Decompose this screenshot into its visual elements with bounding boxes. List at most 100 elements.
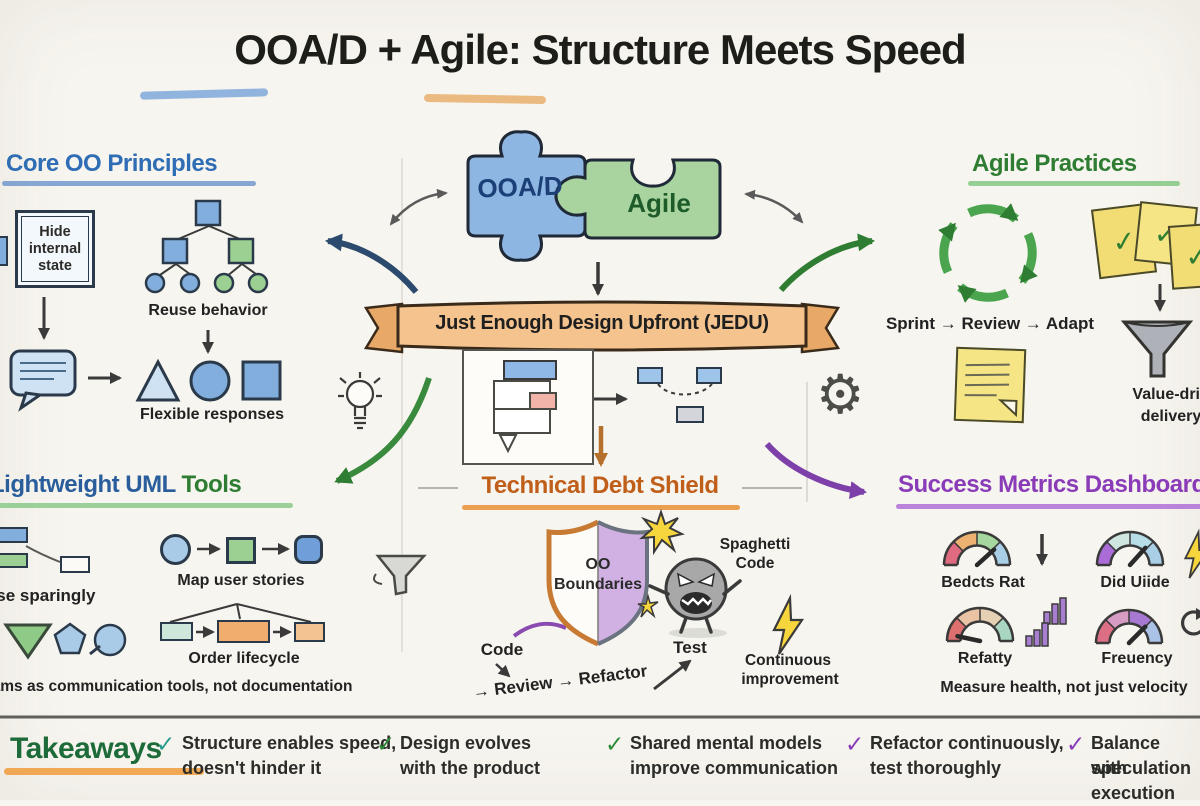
core-oo-underline <box>2 181 256 186</box>
sticky-note-check: ✓ <box>1167 222 1200 290</box>
uml-title-green: Tools <box>175 471 242 498</box>
monster-caption-1: Spaghetti <box>719 536 791 553</box>
puzzle-pieces <box>466 130 722 262</box>
shield-label-1: OO <box>585 556 611 573</box>
shield-label-2: Boundaries <box>553 576 643 593</box>
gauge-label: Did Uiide <box>1100 574 1170 591</box>
check-icon: ✓ <box>1110 224 1138 258</box>
lifecycle-node-mid <box>217 620 270 643</box>
agile-underline <box>968 181 1180 186</box>
funnel-icon <box>1120 320 1194 378</box>
encapsulation-box: Hide internal state <box>15 210 95 288</box>
takeaways-underline <box>4 768 204 775</box>
gauge-label: Bedcts Rat <box>941 574 1025 591</box>
gauge-defect-rate <box>939 521 1017 571</box>
check-icon: ✓ <box>376 731 396 757</box>
story-node-circle <box>160 534 191 565</box>
spaghetti-monster <box>648 557 742 638</box>
takeaways-title: Takeaways <box>10 732 162 765</box>
metrics-bolt-icon <box>1183 528 1200 579</box>
network-node <box>637 367 663 384</box>
gauge-label: Refatty <box>957 650 1013 667</box>
check-icon: ✓ <box>1066 731 1086 757</box>
debt-underline <box>462 505 740 510</box>
story-node-square <box>226 537 256 564</box>
gauge-refactor <box>942 597 1020 647</box>
inheritance-caption: Reuse behavior <box>148 302 268 319</box>
uml-rect-blue <box>0 527 28 543</box>
takeaway-item: Shared mental models <box>630 733 823 753</box>
uml-footer: Diagrams as communication tools, not doc… <box>0 678 353 695</box>
debt-title: Technical Debt Shield <box>481 472 719 499</box>
takeaway-item: Structure enables speed, <box>182 733 397 753</box>
core-oo-title: Core OO Principles <box>6 150 218 177</box>
monster-caption-2: Code <box>735 555 775 572</box>
inheritance-tree <box>144 199 269 294</box>
uml-underline <box>0 503 293 508</box>
gauge-frequency <box>1091 599 1169 649</box>
sprint-cycle-caption: Sprint → Review → Adapt <box>885 314 1095 333</box>
puzzle-label-ooad: OOA/D <box>476 170 564 204</box>
improvement-caption-2: improvement <box>741 671 839 688</box>
flow-test-label: Test <box>673 638 707 657</box>
clipped-edge-box <box>0 236 8 266</box>
agile-title: Agile Practices <box>972 150 1137 177</box>
bolt-icon <box>772 593 805 655</box>
shield-icon <box>546 519 649 647</box>
lightbulb-icon <box>338 372 382 430</box>
stories-caption: Map user stories <box>177 572 305 589</box>
misc-uml-shapes <box>3 622 127 660</box>
check-icon: ✓ <box>1184 239 1200 273</box>
bar-chart-icon <box>1025 597 1067 647</box>
metrics-title: Success Metrics Dashboard <box>898 471 1200 498</box>
network-node <box>696 367 722 384</box>
value-delivery-caption-2: delivery <box>1140 408 1200 425</box>
puzzle-piece-agile <box>554 158 722 240</box>
flow-code-label: Code <box>480 640 524 659</box>
puzzle-label-agile: Agile <box>627 188 691 218</box>
check-icon: ✓ <box>605 731 625 757</box>
encapsulation-box-label: Hide internal state <box>28 223 82 274</box>
check-icon: ✓ <box>156 731 176 757</box>
takeaway-item: improve communication <box>630 758 839 778</box>
jedu-banner-ribbon <box>363 300 841 354</box>
uml-title: Lightweight UML Tools <box>0 471 242 499</box>
lifecycle-node-start <box>160 622 193 641</box>
impact-spark-icon <box>639 508 685 556</box>
small-spark-icon <box>637 593 659 619</box>
refresh-icon <box>1180 608 1200 636</box>
takeaway-item: with the product <box>400 758 540 778</box>
metrics-underline <box>896 504 1200 509</box>
polymorphism-caption: Flexible responses <box>139 406 285 423</box>
takeaway-item: with execution <box>1091 758 1176 803</box>
sparingly-caption: Use sparingly <box>0 586 96 605</box>
gear-icon: ⚙ <box>816 365 865 425</box>
improvement-caption-1: Continuous <box>744 652 832 669</box>
takeaway-item: doesn't hinder it <box>182 758 322 778</box>
uml-rect-plain <box>60 556 90 573</box>
sticky-note-lined <box>953 346 1027 424</box>
lifecycle-caption: Order lifecycle <box>188 650 300 667</box>
story-node-rounded <box>294 535 323 564</box>
funnel-sketch-icon <box>373 554 427 596</box>
takeaway-item: Refactor continuously, <box>870 733 1064 753</box>
page-title: OOA/D + Agile: Structure Meets Speed <box>234 26 966 73</box>
value-delivery-caption-1: Value-driven <box>1132 386 1200 403</box>
class-diagram-sketch <box>493 360 557 454</box>
uml-title-blue: Lightweight UML <box>0 471 176 498</box>
class-diagram-frame <box>462 349 594 465</box>
jedu-banner-label: Just Enough Design Upfront (JEDU) <box>435 312 769 334</box>
lifecycle-node-end <box>294 622 325 642</box>
uml-rect-green <box>0 553 28 568</box>
network-node <box>676 406 704 423</box>
takeaway-item: Balance speculation <box>1091 733 1192 778</box>
check-icon: ✓ <box>845 731 865 757</box>
gauge-label: Freuency <box>1101 650 1173 667</box>
note-lines <box>964 363 1018 418</box>
polymorphism-shapes <box>135 358 282 402</box>
gauge-deploy <box>1092 521 1170 571</box>
metrics-footer: Measure health, not just velocity <box>940 679 1188 696</box>
takeaway-item: test thoroughly <box>870 758 1001 778</box>
